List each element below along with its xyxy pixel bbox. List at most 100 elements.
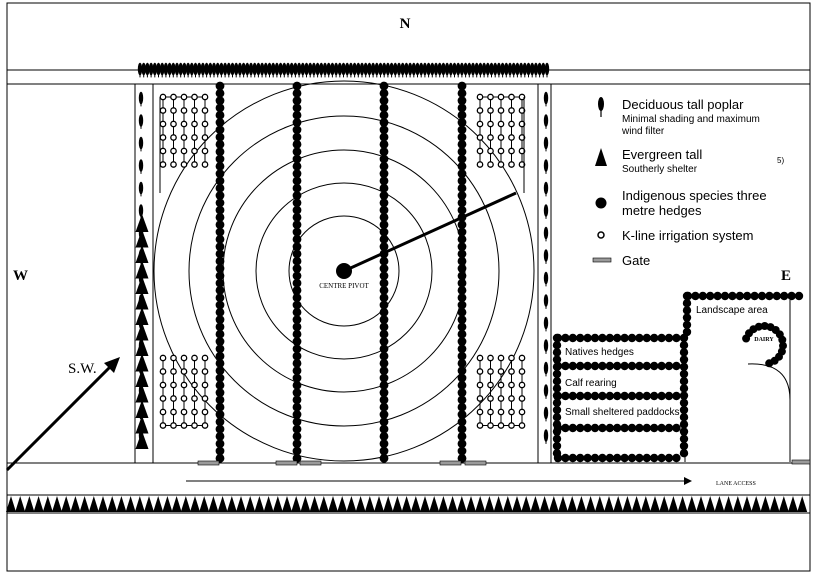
kline-sprinkler	[476, 395, 484, 402]
kline-sprinkler	[191, 422, 198, 429]
evergreen-tree	[778, 496, 789, 512]
kline-sprinkler	[180, 120, 188, 128]
hedge-shrub	[215, 227, 225, 237]
hedge-shrub	[457, 453, 467, 463]
kline-sprinkler	[201, 381, 209, 389]
hedge-shrub	[552, 377, 562, 386]
kline-legend-icon	[597, 231, 605, 239]
hedge-shrub	[457, 446, 467, 456]
hedge-shrub	[664, 453, 674, 463]
hedge-shrub	[605, 391, 614, 401]
evergreen-tree	[732, 496, 743, 512]
hedge-shrub	[657, 423, 666, 433]
poplar-tree	[470, 62, 476, 78]
kline-sprinkler	[476, 120, 484, 128]
hedge-shrub	[627, 423, 637, 433]
hedge-shrub	[379, 154, 389, 164]
hedge-shrub	[706, 291, 715, 301]
kline-sprinkler	[201, 134, 209, 141]
hedge-shrub	[635, 391, 644, 401]
poplar-tree	[296, 62, 302, 78]
hedge-shrub	[576, 391, 585, 401]
hedge-shrub	[379, 205, 389, 215]
hedge-shrub	[379, 103, 389, 113]
evergreen-tree	[604, 496, 614, 512]
kline-sprinkler	[170, 161, 177, 168]
hedge-shrub	[379, 264, 389, 273]
hedge-shrub	[598, 333, 607, 343]
hedge-shrub	[457, 96, 467, 105]
evergreen-tree	[52, 496, 62, 512]
hedge-shrub	[679, 348, 689, 357]
hedge-shrub	[379, 351, 389, 361]
evergreen-tree	[217, 496, 228, 512]
evergreen-tree	[714, 496, 725, 512]
hedge-shrub	[292, 344, 302, 354]
kline-sprinkler	[497, 368, 505, 375]
evergreen-tree	[631, 496, 642, 512]
evergreen-tree	[548, 496, 559, 512]
hedge-shrub	[728, 291, 737, 301]
hedge-shrub	[457, 125, 467, 135]
gate	[439, 460, 462, 466]
poplar-tree	[152, 62, 157, 78]
evergreen-tree	[190, 496, 200, 512]
poplar-tree	[138, 159, 144, 174]
hedge-shrub	[292, 154, 302, 164]
hedge-shrub	[292, 271, 302, 281]
evergreen-tree	[696, 496, 706, 512]
kline-sprinkler	[170, 408, 177, 416]
poplar-tree	[422, 62, 428, 78]
poplar-tree	[167, 62, 172, 78]
hedge-shrub	[457, 351, 467, 361]
dairy-label: DAIRY	[754, 337, 774, 343]
kline-sprinkler	[497, 107, 505, 114]
poplar-tree	[185, 62, 191, 78]
hedge-shrub	[605, 453, 614, 463]
hedge-shrub	[635, 361, 644, 371]
gate-legend-icon	[592, 257, 612, 263]
hedge-shrub	[605, 361, 614, 371]
kline-sprinkler	[191, 381, 198, 389]
hedge-shrub	[590, 423, 600, 433]
poplar-tree	[543, 429, 549, 444]
hedge-shrub	[379, 256, 389, 266]
poplar-tree	[543, 204, 549, 219]
hedge-shrub	[457, 337, 467, 346]
hedge-shrub	[657, 333, 666, 343]
hedge-shrub	[457, 227, 467, 237]
poplar-tree	[138, 136, 144, 152]
hedge-shrub	[679, 377, 689, 386]
hedge-shrub	[215, 110, 225, 120]
kline-sprinkler	[518, 93, 526, 101]
hedge-shrub	[679, 420, 689, 429]
poplar-tree	[404, 62, 409, 78]
hedge-shrub	[292, 227, 302, 237]
landscape-area-label: Landscape area	[696, 305, 768, 316]
south-lane	[7, 462, 810, 514]
kline-sprinkler	[180, 395, 188, 402]
evergreen-tree	[61, 496, 72, 512]
poplar-tree	[230, 62, 235, 78]
hedge-shrub	[379, 395, 389, 405]
poplar-tree	[448, 62, 453, 78]
hedge-shrub	[576, 423, 585, 433]
hedge-shrub	[379, 380, 389, 390]
kline-sprinkler	[201, 147, 209, 155]
evergreen-tree	[153, 496, 164, 512]
evergreen-tree	[383, 496, 394, 512]
hedge-shrub	[457, 410, 467, 419]
hedge-shrub	[215, 417, 225, 427]
hedge-shrub	[657, 391, 666, 401]
evergreen-tree	[282, 496, 292, 512]
hedge-shrub	[682, 291, 692, 301]
hedge-shrub	[215, 191, 225, 200]
hedge-shrub	[552, 420, 562, 429]
hedge-shrub	[215, 176, 225, 186]
hedge-shrub	[215, 264, 225, 273]
poplar-tree	[474, 62, 479, 78]
poplar-tree	[367, 62, 372, 78]
hedge-shrub	[215, 329, 225, 339]
kline-sprinkler	[180, 381, 188, 389]
hedge-shrub	[664, 333, 674, 343]
